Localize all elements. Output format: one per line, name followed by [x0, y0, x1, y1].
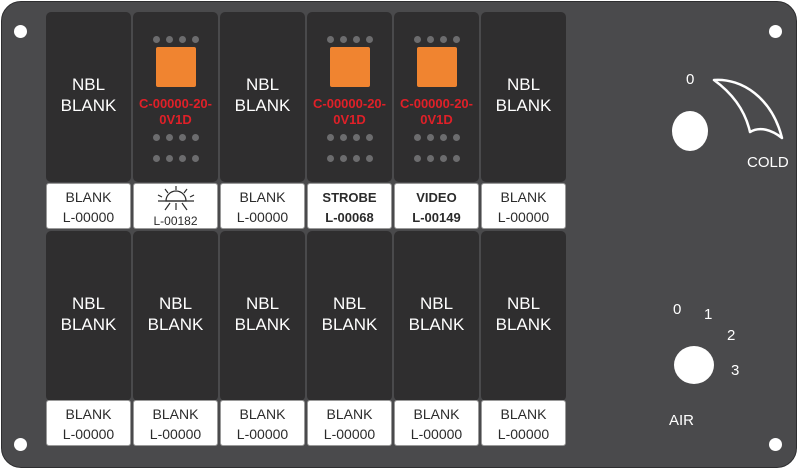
switch-top-6[interactable]: NBL BLANK: [481, 12, 566, 182]
label-line-1: BLANK: [65, 406, 112, 422]
label-line-2: L-00149: [412, 210, 461, 225]
mounting-hole-top-left: [14, 25, 27, 38]
label-line-1: BLANK: [500, 406, 547, 422]
indicator-dots-bottom: [307, 155, 392, 162]
switch-top-5[interactable]: C-00000-20- 0V1D: [394, 12, 479, 182]
air-position-0-label: 0: [673, 301, 682, 318]
label-line-2: L-00000: [62, 209, 115, 225]
cold-label: COLD: [747, 154, 789, 171]
air-knob[interactable]: [674, 346, 714, 384]
air-position-1-label: 1: [704, 306, 713, 323]
label-line-1: BLANK: [413, 406, 460, 422]
switch-cap-text: NBL BLANK: [147, 294, 204, 334]
mounting-hole-bottom-right: [769, 438, 782, 451]
label-line-2: L-00000: [236, 209, 289, 225]
switch-cap-text: NBL BLANK: [60, 294, 117, 334]
label-line-1: VIDEO: [416, 190, 457, 205]
switch-cap-text: NBL BLANK: [234, 75, 291, 115]
label-line-1: BLANK: [239, 189, 286, 205]
label-line-2: L-00182: [153, 214, 198, 228]
switch-label-bottom-1: BLANK L-00000: [46, 400, 131, 446]
mounting-hole-top-right: [769, 25, 782, 38]
indicator-dots-mid: [133, 134, 218, 141]
label-line-1: BLANK: [326, 406, 373, 422]
label-line-2: L-00000: [62, 426, 115, 442]
indicator-dots-top: [133, 36, 218, 43]
indicator-dots-top: [394, 36, 479, 43]
indicator-lamp: [156, 47, 196, 87]
label-line-2: L-00000: [149, 426, 202, 442]
temperature-knob[interactable]: [672, 111, 708, 151]
switch-top-1[interactable]: NBL BLANK: [46, 12, 131, 182]
label-line-2: L-00000: [410, 426, 463, 442]
switch-bottom-5[interactable]: NBL BLANK: [394, 231, 479, 401]
switch-bottom-1[interactable]: NBL BLANK: [46, 231, 131, 401]
switch-cap-text: NBL BLANK: [321, 294, 378, 334]
label-line-2: L-00000: [236, 426, 289, 442]
mounting-hole-bottom-left: [14, 438, 27, 451]
indicator-dots-mid: [307, 134, 392, 141]
switch-cap-text: NBL BLANK: [495, 75, 552, 115]
label-line-2: L-00000: [323, 426, 376, 442]
switch-bottom-6[interactable]: NBL BLANK: [481, 231, 566, 401]
temp-zero-label: 0: [686, 71, 695, 88]
air-position-2-label: 2: [727, 327, 736, 344]
switch-label-top-1: BLANK L-00000: [46, 183, 131, 229]
switch-label-top-6: BLANK L-00000: [481, 183, 566, 229]
switch-label-bottom-5: BLANK L-00000: [394, 400, 479, 446]
switch-label-bottom-4: BLANK L-00000: [307, 400, 392, 446]
air-position-3-label: 3: [731, 362, 740, 379]
switch-cap-text: NBL BLANK: [408, 294, 465, 334]
switch-bottom-3[interactable]: NBL BLANK: [220, 231, 305, 401]
label-line-2: L-00000: [497, 209, 550, 225]
part-number-text: C-00000-20- 0V1D: [139, 96, 212, 127]
switch-label-top-4: STROBE L-00068: [307, 183, 392, 229]
switch-label-bottom-6: BLANK L-00000: [481, 400, 566, 446]
label-line-1: STROBE: [322, 190, 377, 205]
label-line-2: L-00068: [325, 210, 374, 225]
indicator-dots-bottom: [133, 155, 218, 162]
label-line-2: L-00000: [497, 426, 550, 442]
cold-wedge-icon: [712, 78, 784, 140]
indicator-dots-bottom: [394, 155, 479, 162]
label-line-1: BLANK: [239, 406, 286, 422]
switch-label-bottom-3: BLANK L-00000: [220, 400, 305, 446]
switch-top-3[interactable]: NBL BLANK: [220, 12, 305, 182]
label-line-1: BLANK: [152, 406, 199, 422]
switch-bottom-4[interactable]: NBL BLANK: [307, 231, 392, 401]
switch-bottom-2[interactable]: NBL BLANK: [133, 231, 218, 401]
switch-label-top-3: BLANK L-00000: [220, 183, 305, 229]
air-label: AIR: [669, 412, 695, 429]
switch-label-bottom-2: BLANK L-00000: [133, 400, 218, 446]
indicator-lamp: [330, 47, 370, 87]
switch-cap-text: NBL BLANK: [495, 294, 552, 334]
switch-top-2[interactable]: C-00000-20- 0V1D: [133, 12, 218, 182]
switch-cap-text: NBL BLANK: [234, 294, 291, 334]
part-number-text: C-00000-20- 0V1D: [313, 96, 386, 127]
switch-top-4[interactable]: C-00000-20- 0V1D: [307, 12, 392, 182]
switch-cap-text: NBL BLANK: [60, 75, 117, 115]
switch-label-top-2: L-00182: [133, 183, 218, 229]
indicator-dots-top: [307, 36, 392, 43]
part-number-text: C-00000-20- 0V1D: [400, 96, 473, 127]
sun-burst-icon: [134, 185, 217, 211]
label-line-1: BLANK: [65, 189, 112, 205]
label-line-1: BLANK: [500, 189, 547, 205]
indicator-dots-mid: [394, 134, 479, 141]
switch-label-top-5: VIDEO L-00149: [394, 183, 479, 229]
indicator-lamp: [417, 47, 457, 87]
